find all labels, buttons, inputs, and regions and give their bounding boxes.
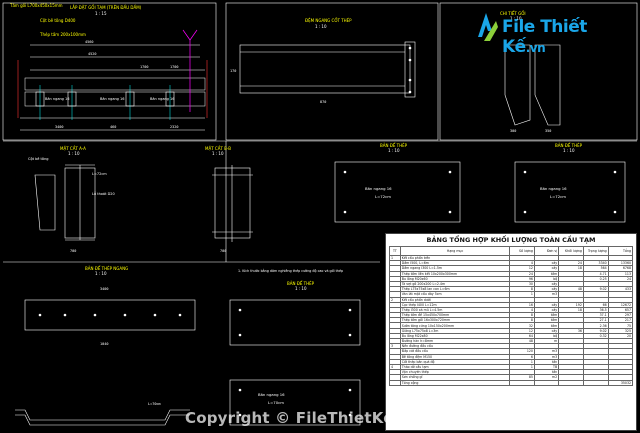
bottom-mid-length: L=70cm [268, 400, 284, 405]
svg-text:170: 170 [230, 69, 236, 73]
svg-text:350: 350 [545, 129, 551, 133]
section-b-title: MẶT CẮT B-B [205, 146, 231, 151]
top-mid-detail: ĐỆM NGANG CỐT THÉP 1 : 10 170 870 [230, 18, 416, 104]
bottom-note: 1. Kích thước bằng dâm nghiêng thép cườn… [238, 268, 343, 273]
dim-1: 4520 [88, 52, 96, 56]
bottom-left-title: BẢN ĐẾ THÉP NGANG [85, 265, 128, 271]
dim-6: 2320 [170, 125, 178, 129]
top-right-title: CHI TIẾT GỐI [500, 10, 526, 16]
dim-3: 1700 [170, 65, 178, 69]
logo-text: File Thiết Kế.vn [502, 17, 620, 57]
boq-cell [389, 379, 401, 386]
bottom-mid-title: BẢN ĐẾ THÉP [287, 280, 315, 286]
note-1: Tấm gối L700x450x15mm [9, 3, 63, 8]
boq-header-cell: TT [389, 246, 401, 256]
boq-table-panel: BẢNG TỔNG HỢP KHỐI LƯỢNG TOÀN CẦU TẠM TT… [385, 233, 637, 431]
boq-cell: 35032 [607, 379, 634, 386]
plate-a-label: Bản ngang 16 [365, 186, 392, 191]
plate-a-title: BẢN ĐẾ THÉP [380, 142, 408, 148]
boq-header-cell: Khối lượng [558, 246, 584, 256]
boq-cell [582, 379, 609, 386]
dim-0: 4560 [85, 40, 93, 44]
copyright-watermark: Copyright © FileThietKe.vn [185, 409, 421, 427]
boq-header-cell: Số lượng [509, 246, 535, 256]
svg-text:L=70cm: L=70cm [148, 402, 161, 406]
plate-b-label: Bản ngang 16 [540, 186, 567, 191]
bottom-left-scale: 1 : 10 [95, 271, 107, 276]
boq-cell: Tổng cộng [399, 379, 511, 386]
svg-text:870: 870 [320, 100, 326, 104]
svg-text:Bản ngang 16: Bản ngang 16 [45, 97, 69, 101]
dim-2: 1700 [140, 65, 148, 69]
boq-title: BẢNG TỔNG HỢP KHỐI LƯỢNG TOÀN CẦU TẠM [426, 236, 596, 244]
top-right-detail: CHI TIẾT GỐI 1 : 10 300 350 [500, 10, 561, 133]
section-a: MẶT CẮT A-A 1 : 10 Cột bê tông L=72cm Lỗ… [28, 146, 115, 253]
plate-b-title: BẢN ĐẾ THÉP [555, 142, 583, 148]
boq-header-cell: Đơn vị [533, 246, 560, 256]
svg-text:Bản ngang 16: Bản ngang 16 [150, 97, 174, 101]
logo-text-suffix: .vn [525, 41, 546, 55]
plate-a: BẢN ĐẾ THÉP 1 : 10 Bản ngang 16 L=72cm [334, 142, 461, 223]
svg-text:300: 300 [510, 129, 516, 133]
bottom-left-plate: BẢN ĐẾ THÉP NGANG 1 : 10 3400 1040 L=70c… [15, 265, 196, 426]
plate-b: BẢN ĐẾ THÉP 1 : 10 Bản ngang 16 L=72cm [514, 142, 626, 223]
section-a-scale: 1 : 10 [68, 151, 80, 156]
section-b: MẶT CẮT B-B 1 : 10 700 [205, 146, 253, 253]
svg-text:1040: 1040 [100, 342, 108, 346]
main-scale: 1 : 15 [95, 11, 107, 16]
bottom-mid-scale: 1 : 10 [295, 286, 307, 291]
top-mid-title: ĐỆM NGANG CỐT THÉP [305, 18, 352, 23]
section-a-title: MẶT CẮT A-A [60, 146, 86, 151]
bottom-mid-plate: 1. Kích thước bằng dâm nghiêng thép cườn… [229, 268, 361, 426]
panel-frames [2, 2, 638, 263]
plate-b-length: L=72cm [550, 194, 566, 199]
svg-text:Bản ngang 16: Bản ngang 16 [100, 97, 124, 101]
svg-text:700: 700 [220, 249, 226, 253]
site-logo[interactable]: File Thiết Kế.vn [470, 5, 620, 57]
main-title: LẮP ĐẶT GỐI TẠM (TRÊN ĐẦU DẦM) [70, 5, 142, 10]
boq-header-cell: Trọng lượng [582, 246, 609, 256]
svg-text:3400: 3400 [100, 287, 108, 291]
plate-a-scale: 1 : 10 [388, 148, 400, 153]
boq-header-cell: Hạng mục [399, 246, 511, 256]
boq-header-cell: Tổng [607, 246, 634, 256]
plate-a-length: L=72cm [375, 194, 391, 199]
bottom-mid-label: Bản ngang 16 [258, 392, 285, 397]
svg-text:Cột bê tông: Cột bê tông [28, 157, 49, 161]
boq-cell [558, 379, 584, 386]
svg-text:L=72cm: L=72cm [92, 172, 107, 176]
boq-row: Tổng cộng 35032 [389, 379, 634, 386]
note-2: Cột bê tông D400 [40, 18, 76, 23]
boq-cell [509, 379, 535, 386]
top-right-scale: 1 : 10 [510, 16, 522, 21]
note-3: Thép tấm 200x100mm [39, 32, 86, 37]
dim-4: 3400 [55, 125, 63, 129]
boq-table: TT Hạng mục Số lượng Đơn vị Khối lượng T… [389, 246, 634, 386]
svg-text:700: 700 [70, 249, 76, 253]
dim-5: 460 [110, 125, 116, 129]
boq-cell [533, 379, 560, 386]
plate-b-scale: 1 : 10 [563, 148, 575, 153]
top-mid-scale: 1 : 10 [315, 24, 327, 29]
svg-text:Lỗ thoát D20: Lỗ thoát D20 [92, 191, 115, 196]
boq-header-row: TT Hạng mục Số lượng Đơn vị Khối lượng T… [389, 246, 634, 256]
main-elevation: LẮP ĐẶT GỐI TẠM (TRÊN ĐẦU DẦM) 1 : 15 Tấ… [9, 3, 208, 131]
logo-icon [478, 13, 498, 41]
logo-text-main: File Thiết Kế [502, 17, 587, 57]
section-b-scale: 1 : 10 [212, 151, 224, 156]
